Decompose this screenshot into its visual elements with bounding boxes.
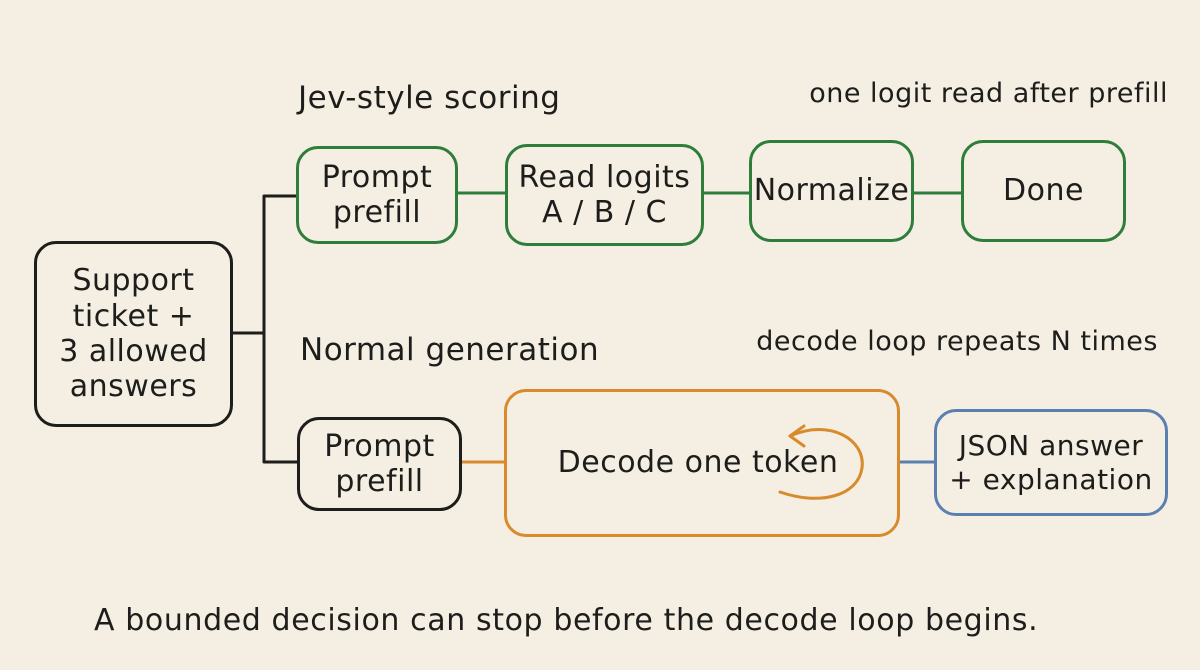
scoring-note: one logit read after prefill bbox=[809, 78, 1168, 109]
read-logits-label: Read logits A / B / C bbox=[518, 159, 691, 230]
generation-prefill-node: Prompt prefill bbox=[297, 417, 462, 511]
generation-prefill-label: Prompt prefill bbox=[324, 428, 435, 499]
caption: A bounded decision can stop before the d… bbox=[94, 603, 1039, 638]
scoring-title: Jev-style scoring bbox=[298, 80, 561, 116]
done-label: Done bbox=[1003, 173, 1084, 209]
generation-note: decode loop repeats N times bbox=[756, 326, 1158, 357]
decode-loop-node: Decode one token bbox=[504, 389, 900, 537]
loop-arrow-icon bbox=[778, 424, 864, 500]
input-node-label: Support ticket + 3 allowed answers bbox=[59, 263, 208, 405]
normalize-label: Normalize bbox=[753, 173, 910, 209]
decode-loop-label: Decode one token bbox=[557, 445, 839, 481]
done-node: Done bbox=[961, 140, 1126, 242]
branch-connector bbox=[231, 194, 299, 464]
json-answer-label: JSON answer + explanation bbox=[949, 429, 1153, 496]
input-node: Support ticket + 3 allowed answers bbox=[34, 241, 233, 427]
generation-title: Normal generation bbox=[300, 332, 600, 368]
scoring-prefill-label: Prompt prefill bbox=[321, 159, 433, 230]
json-answer-node: JSON answer + explanation bbox=[934, 409, 1168, 516]
read-logits-node: Read logits A / B / C bbox=[505, 144, 704, 246]
normalize-node: Normalize bbox=[749, 140, 914, 242]
scoring-prefill-node: Prompt prefill bbox=[296, 146, 458, 244]
